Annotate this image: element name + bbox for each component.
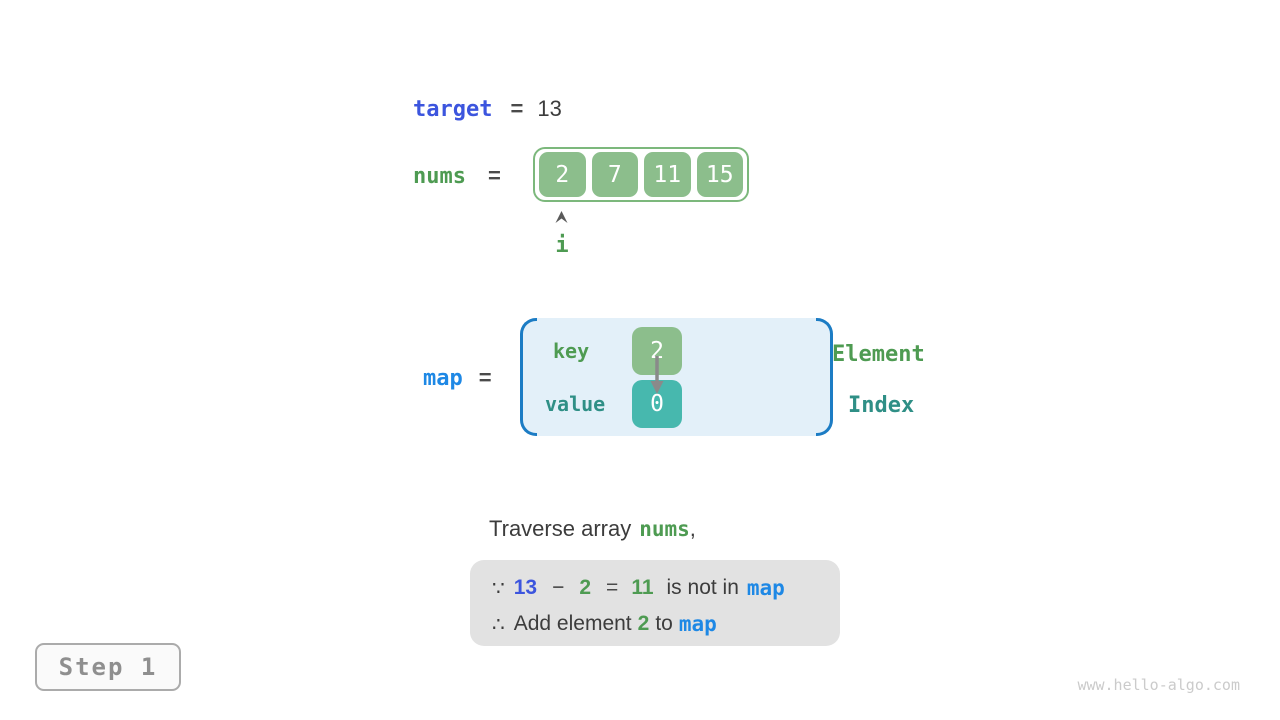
key-to-value-arrow-icon [650, 356, 664, 394]
map-var-label: map [423, 365, 463, 391]
note-line2-text2: to [655, 612, 673, 635]
map-left-paren [520, 318, 537, 436]
caption-code-nums: nums [639, 517, 690, 541]
index-annotation: Index [848, 393, 915, 418]
site-watermark: www.hello-algo.com [1077, 676, 1240, 694]
array-cell-0: 2 [539, 152, 586, 197]
target-value: 13 [537, 96, 562, 121]
note-box: ∵ 13 − 2 = 11 is not in map ∴ Add elemen… [470, 560, 840, 646]
target-var-label: target [413, 96, 493, 122]
caption-suffix: , [689, 516, 696, 541]
therefore-symbol: ∴ [492, 613, 505, 636]
note-line-1: ∵ 13 − 2 = 11 is not in map [492, 570, 840, 606]
note-element-number: 2 [579, 576, 592, 599]
note-equals-sign: = [606, 576, 619, 599]
map-value-label: value [545, 392, 606, 416]
note-diff-number: 11 [631, 576, 654, 599]
map-value-cell: 0 [632, 380, 682, 428]
step-badge: Step 1 [35, 643, 181, 691]
minus-sign: − [552, 576, 565, 599]
array-cell-2: 11 [644, 152, 691, 197]
map-key-label: key [553, 339, 590, 363]
note-line2-number: 2 [637, 612, 650, 635]
nums-var-label: nums [413, 163, 466, 189]
array-cell-3: 15 [696, 152, 743, 197]
target-line: target = 13 [413, 96, 562, 122]
nums-line: nums = [413, 163, 501, 189]
map-right-paren [816, 318, 833, 436]
nums-equals-sign: = [487, 163, 501, 188]
element-annotation: Element [832, 342, 925, 367]
map-line: map = [423, 365, 492, 391]
because-symbol: ∵ [492, 577, 505, 600]
note-line1-code-map: map [746, 576, 785, 600]
caption-line: Traverse array nums , [489, 516, 696, 542]
note-line1-text: is not in [666, 576, 739, 599]
caption-prefix: Traverse array [489, 516, 632, 541]
note-line-2: ∴ Add element 2 to map [492, 606, 840, 642]
note-line2-text1: Add element [513, 612, 632, 635]
pointer-index-label: i [555, 233, 569, 258]
nums-array: 2 7 11 15 [533, 147, 749, 202]
pointer-up-arrow-icon [555, 211, 568, 223]
note-line2-code-map: map [678, 612, 717, 636]
map-equals-sign: = [478, 365, 492, 390]
target-equals-sign: = [510, 96, 524, 121]
note-target-number: 13 [513, 576, 538, 599]
array-cell-1: 7 [591, 152, 638, 197]
